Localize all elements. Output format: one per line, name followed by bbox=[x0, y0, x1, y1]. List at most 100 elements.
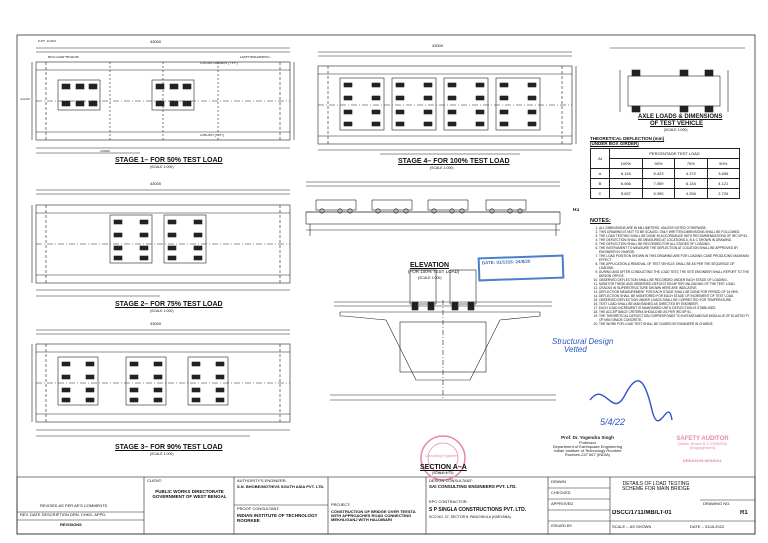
contractor-name: S P SINGLA CONSTRUCTIONS PVT. LTD. bbox=[429, 507, 527, 513]
notes-block: NOTES: ALL DIMENSIONS ARE IN MILLIMETERS… bbox=[590, 218, 750, 326]
note-item: TEST LOAD SHALL BE MAINTAINED AS DIRECTE… bbox=[599, 302, 750, 306]
round-stamp bbox=[420, 435, 466, 481]
drawing-number: DSCC/1711/MB/LT-01 bbox=[612, 510, 672, 516]
contractor-label: EPC CONTRACTOR: bbox=[429, 500, 468, 504]
note-item: THE APPLICATION & REMOVAL OF TEST VEHICL… bbox=[599, 262, 750, 270]
note-item: THIS DRAWING IS NOT TO BE SCALED. ONLY W… bbox=[599, 230, 750, 234]
table-row: C 5.637 5.390 4.256 2.726 bbox=[590, 188, 741, 200]
note-item: DURING AND AFTER CONDUCTING THE LOAD TES… bbox=[599, 270, 750, 278]
deflection-table-block: THEORETICAL DEFLECTION (mm) (UNDER BOX G… bbox=[590, 136, 750, 200]
elevation-scale: (SCALE 1:000) bbox=[418, 276, 442, 280]
axle-detail bbox=[610, 47, 745, 113]
deflection-header: PERCENTAGE TEST LOAD bbox=[608, 148, 741, 160]
note-item: DEFLECTION SHALL BE MONITORED FOR EACH S… bbox=[599, 294, 750, 298]
safety-auditor-stamp: SAFETY AUDITOR (Water Board B 1723/B/5/6… bbox=[676, 436, 729, 463]
axle-scale: (SCALE 1:000) bbox=[664, 128, 688, 132]
stage-4-plan bbox=[317, 51, 577, 155]
proof-name: INDIAN INSTITUTE OF TECHNOLOGY ROORKEE bbox=[237, 513, 318, 523]
axle-title: AXLE LOADS & DIMENSIONS bbox=[638, 114, 723, 120]
signature-mark bbox=[589, 380, 673, 422]
deflection-row-head: At bbox=[590, 148, 610, 170]
checked-label: CHECKED bbox=[551, 491, 571, 495]
r1-label: R1 bbox=[573, 208, 580, 213]
elevation-view bbox=[305, 181, 561, 236]
client-name: PUBLIC WORKS DIRECTORATE GOVERNMENT OF W… bbox=[152, 489, 227, 499]
note-item: DEFLECTION MEASUREMENT FOR EACH STAGE SH… bbox=[599, 290, 750, 294]
drawn-label: DRAWN bbox=[551, 480, 566, 484]
authority-name: S.N. BHOBE/MOTHIVS SOUTH ASIA PVT. LTD. bbox=[237, 484, 325, 489]
project-name: CONSTRUCTION OF BRIDGE OVER TEESTA WITH … bbox=[331, 509, 416, 523]
stage-2-title: STAGE 2– FOR 75% TEST LOAD bbox=[115, 301, 223, 308]
note-item: MONITOR THESE AND OBSERVED DEFLECTION AF… bbox=[599, 282, 750, 286]
note-item: THE INSTRUMENT TO MEASURE THE DEFLECTION… bbox=[599, 246, 750, 254]
scale-text: SCALE :- AS SHOWN bbox=[612, 525, 652, 529]
project-label: PROJECT: bbox=[331, 503, 351, 507]
span-label-s4: 43000 bbox=[432, 44, 444, 48]
deflection-col: 50% bbox=[706, 158, 741, 170]
issued-label: ISSUED BY bbox=[551, 524, 573, 528]
revision-header: REV. DATE DESCRIPTION DRN. CHKD. APPD. bbox=[20, 513, 107, 517]
note-item: OBSERVED DEFLECTION SHALL BE RECORDED UN… bbox=[599, 278, 750, 282]
note-item: CRACKS IN SUPERSTRUCTURE SHOWN HERE ARE … bbox=[599, 286, 750, 290]
professor-stamp: Prof. Dr. Yogendra Singh Professor Depar… bbox=[552, 435, 623, 458]
title-block-grid bbox=[16, 476, 756, 535]
deflection-title: THEORETICAL DEFLECTION (mm) bbox=[590, 136, 665, 141]
span-label-s1: 43000 bbox=[150, 40, 162, 44]
diaphragm-label: DIAPHRAGM/BRG. bbox=[240, 56, 271, 59]
stage-2-scale: (SCALE 1:000) bbox=[150, 309, 174, 313]
deflection-col: 90% bbox=[641, 158, 676, 170]
table-row: B 6.066 7.059 6.134 4.121 bbox=[590, 178, 741, 190]
note-item: THE LOAD POSITION SHOWN IN THIS DRAWING … bbox=[599, 254, 750, 262]
span-label-s2: 43000 bbox=[150, 182, 162, 186]
dim-12100: 12100 bbox=[20, 98, 30, 101]
note-item: THE DEFLECTION SHALL BE RECORDED FOR ALL… bbox=[599, 242, 750, 246]
approved-label: APPROVED bbox=[551, 502, 574, 506]
stage-3-title: STAGE 3– FOR 90% TEST LOAD bbox=[115, 444, 223, 451]
deflection-subtitle: (UNDER BOX GIRDER) bbox=[590, 140, 639, 146]
note-item: ALL DIMENSIONS ARE IN MILLIMETERS, UNLES… bbox=[599, 226, 750, 230]
exp-joint-label: EXP. JOINT bbox=[38, 40, 57, 43]
elevation-subtitle: (FOR 100% TEST LOAD) bbox=[408, 269, 460, 274]
notes-list: ALL DIMENSIONS ARE IN MILLIMETERS, UNLES… bbox=[590, 226, 750, 326]
note-item: OBSERVED DEFLECTION UNDER LOADS SHALL BE… bbox=[599, 298, 750, 302]
elevation-title: ELEVATION bbox=[410, 262, 450, 269]
contractor-address: SCO NO. 47, SECTOR 8, PANCHKULA (HARYANA… bbox=[429, 515, 511, 519]
deflection-table: At PERCENTAGE TEST LOAD 100% 90% 75% 50%… bbox=[590, 148, 741, 200]
stage-1-plan bbox=[31, 47, 295, 154]
drawing-title: DETAILS OF LOAD TESTING SCHEME FOR MAIN … bbox=[622, 481, 690, 493]
section-title: SECTION A–A bbox=[420, 464, 467, 471]
note-item: THE THEORETICAL DEFLECTION CORRESPONDS T… bbox=[599, 314, 750, 322]
dim-20550: 20550 bbox=[100, 150, 110, 153]
design-label: DESIGN CONSULTANT: bbox=[429, 479, 473, 483]
deflection-col: 75% bbox=[674, 158, 708, 170]
brg-label: BRG./DIAPHRAGM bbox=[48, 56, 79, 59]
stage-4-scale: (SCALE 1:000) bbox=[430, 166, 454, 170]
note-item: THE ACCEPTANCE CRITERIA SHOULD BE AS PER… bbox=[599, 310, 750, 314]
revisions-label: REVISIONS bbox=[60, 523, 82, 527]
design-name: SAI CONSULTING ENGINEERS PVT. LTD. bbox=[429, 484, 517, 489]
girder-label: GIRDER (TYP.) bbox=[200, 134, 225, 137]
client-label: CLIENT: bbox=[147, 479, 162, 483]
structural-design-stamp: Structural Design Vetted bbox=[552, 337, 614, 355]
axle-title-2: OF TEST VEHICLE bbox=[650, 121, 704, 127]
section-scale: (SCALE 1:75) bbox=[432, 471, 454, 475]
stage-3-plan bbox=[31, 329, 291, 437]
stage-2-plan bbox=[31, 189, 291, 297]
notes-title: NOTES: bbox=[590, 218, 611, 224]
cross-girder-label: CROSS GIRDER (TYP.) bbox=[200, 62, 238, 65]
deflection-col: 100% bbox=[608, 158, 643, 170]
drawing-no-label: DRAWING NO. bbox=[703, 502, 731, 506]
stage-4-title: STAGE 4– FOR 100% TEST LOAD bbox=[398, 158, 510, 165]
stage-3-scale: (SCALE 1:000) bbox=[150, 452, 174, 456]
round-stamp-text: Consulting Engineers bbox=[425, 454, 459, 458]
date-text: DATE :- 03JA.2022 bbox=[690, 525, 725, 529]
sign-date: 5/4/22 bbox=[600, 417, 626, 427]
note-item: THE WORK FOR LOAD TEST SHALL BE GUIDED B… bbox=[599, 322, 750, 326]
span-label-s3: 43000 bbox=[150, 322, 162, 326]
revision-row: REVISED AS PER AE'S COMMENTS bbox=[40, 504, 108, 508]
table-row: A 6.116 5.423 4.272 3.696 bbox=[590, 168, 741, 180]
section-a-a bbox=[330, 269, 556, 401]
proof-label: PROOF CONSULTANT: bbox=[237, 507, 280, 511]
